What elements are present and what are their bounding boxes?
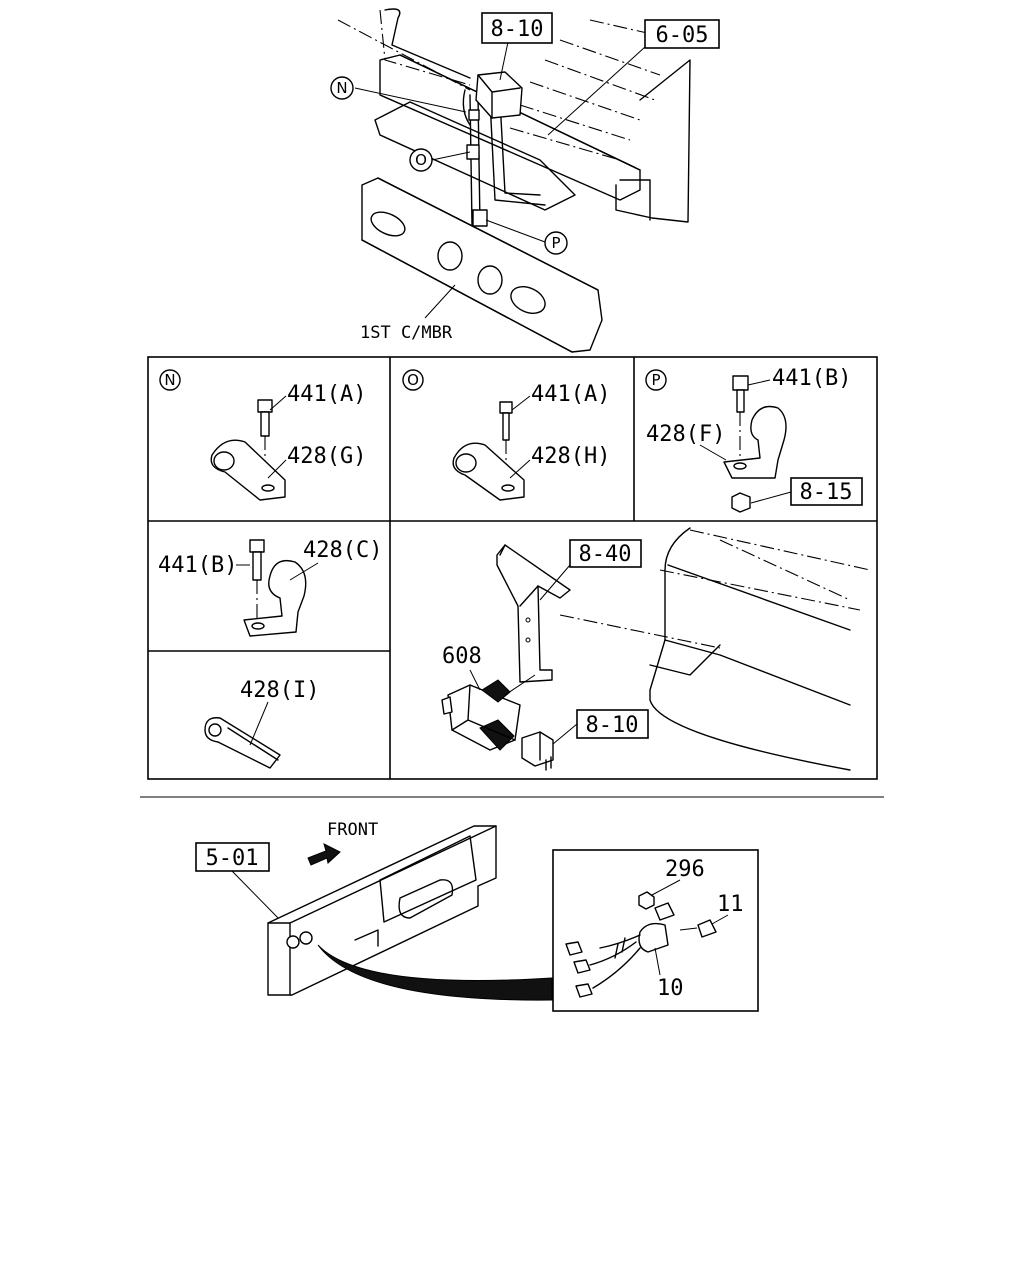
panel-c-bolt: 441(B) <box>158 553 237 578</box>
callout-o: O <box>415 151 427 169</box>
bolt-part: 11 <box>717 892 744 917</box>
panel-o: O 441(A) 428(H) <box>402 369 610 501</box>
detail-grid <box>147 356 878 780</box>
top-assembly-view: 8-10 6-05 N O P 1ST C/MBR <box>330 8 720 353</box>
panel-i-clip: 428(I) <box>240 678 319 703</box>
frame-ref: 5-01 <box>206 846 259 871</box>
switch-part: 10 <box>657 976 684 1001</box>
panel-sensor: 8-40 608 8-10 <box>441 527 871 771</box>
crossmember-label: 1ST C/MBR <box>360 323 453 343</box>
panel-n-clip: 428(G) <box>287 444 366 469</box>
callout-n: N <box>336 79 347 97</box>
panel-n: N 441(A) 428(G) <box>159 369 366 501</box>
switch-detail <box>565 879 729 998</box>
panel-n-tag: N <box>164 371 175 389</box>
bottom-view: FRONT 5-01 <box>195 820 759 1012</box>
sensor-bracket-ref: 8-40 <box>579 542 632 567</box>
panel-p-clip: 428(F) <box>646 422 725 447</box>
panel-o-clip: 428(H) <box>531 444 610 469</box>
panel-c: 441(B) 428(C) <box>158 538 382 637</box>
panel-p-nut-ref: 8-15 <box>800 480 853 505</box>
panel-p: P 441(B) 428(F) 8-15 <box>645 366 863 513</box>
panel-c-clip: 428(C) <box>303 538 382 563</box>
panel-i: 428(I) <box>204 678 319 769</box>
front-label: FRONT <box>327 820 378 840</box>
sensor-connector-ref: 8-10 <box>586 713 639 738</box>
panel-n-bolt: 441(A) <box>287 382 366 407</box>
nut-part: 296 <box>665 857 705 882</box>
ref-8-10-top: 8-10 <box>491 17 544 42</box>
panel-o-tag: O <box>407 371 419 389</box>
panel-p-bolt: 441(B) <box>772 366 851 391</box>
panel-p-tag: P <box>651 371 660 389</box>
front-arrow-icon <box>307 843 341 866</box>
sensor-part: 608 <box>442 644 482 669</box>
panel-o-bolt: 441(A) <box>531 382 610 407</box>
callout-p: P <box>551 234 560 252</box>
ref-6-05: 6-05 <box>656 23 709 48</box>
